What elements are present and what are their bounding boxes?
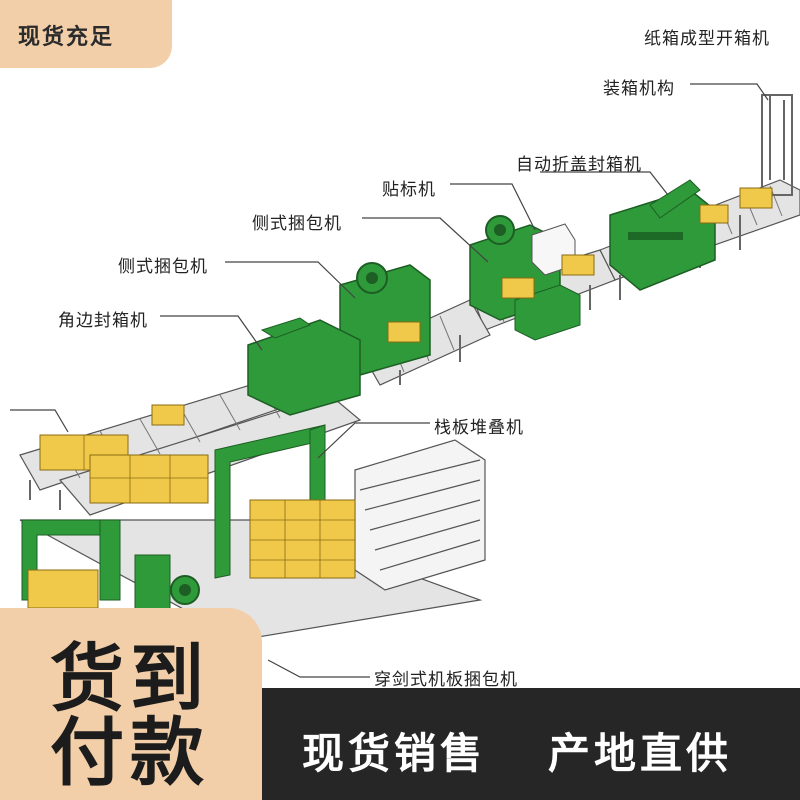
label-carton-forming: 纸箱成型开箱机 bbox=[644, 29, 770, 49]
cod-line2: 付款 bbox=[50, 710, 210, 796]
pallet-strapper-frame bbox=[21, 424, 326, 611]
cod-panel: 货到 付款 bbox=[0, 608, 262, 800]
carton-boxes bbox=[27, 187, 773, 609]
label-packing-mechanism: 装箱机构 bbox=[603, 79, 675, 99]
label-auto-fold-sealer: 自动折盖封箱机 bbox=[516, 155, 642, 175]
slogan-right: 产地直供 bbox=[548, 729, 733, 778]
stock-badge: 现货充足 bbox=[0, 0, 172, 68]
label-pallet-stacker: 栈板堆叠机 bbox=[434, 418, 524, 438]
label-corner-sealer: 角边封箱机 bbox=[58, 311, 148, 331]
label-pallet-strapper: 穿剑式机板捆包机 bbox=[374, 670, 518, 690]
label-side-strapper-1: 侧式捆包机 bbox=[252, 214, 342, 234]
corner-sealer-machine bbox=[247, 317, 361, 416]
carton-forming-machine bbox=[761, 94, 793, 196]
slogan-left: 现货销售 bbox=[302, 729, 487, 778]
labeler-machine bbox=[469, 215, 581, 341]
stock-badge-text: 现货充足 bbox=[18, 25, 115, 50]
auto-fold-sealer bbox=[609, 179, 716, 291]
cod-line1: 货到 bbox=[50, 636, 210, 722]
pallet-stacker-machine bbox=[354, 439, 486, 591]
label-side-strapper-2: 侧式捆包机 bbox=[118, 257, 208, 277]
carton-box-lines bbox=[83, 435, 355, 578]
leader-lines bbox=[10, 83, 769, 678]
label-labeler: 贴标机 bbox=[382, 180, 436, 200]
